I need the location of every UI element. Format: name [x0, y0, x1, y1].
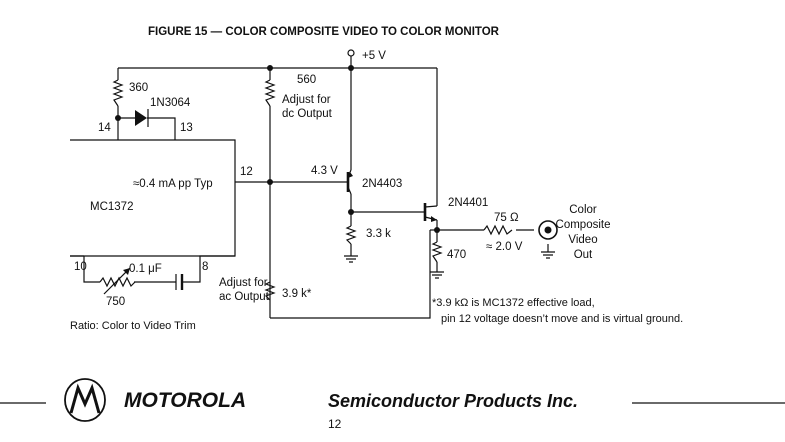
figure-title: FIGURE 15 — COLOR COMPOSITE VIDEO TO COL… [148, 26, 500, 38]
resistor-750 [99, 276, 136, 288]
label-adjust-dc-1: Adjust for [282, 94, 331, 106]
label-3k9: 3.9 k* [282, 288, 312, 300]
resistor-470 [431, 241, 443, 263]
label-470: 470 [447, 249, 466, 261]
label-360: 360 [129, 82, 148, 94]
output-connector [538, 220, 558, 240]
capacitor-0-1uf [175, 274, 184, 290]
brand-name: MOTOROLA [124, 389, 246, 412]
label-2n4401: 2N4401 [448, 197, 488, 209]
output-label-3: Video [568, 234, 597, 246]
supply-terminal [347, 49, 355, 57]
diode-1n3064 [135, 109, 149, 127]
output-label-2: Composite [556, 219, 611, 231]
pin-8-label: 8 [202, 261, 208, 273]
transistor-2n4403 [346, 169, 353, 195]
ground-symbols [344, 244, 555, 279]
label-560: 560 [297, 74, 316, 86]
resistor-3k9 [264, 281, 276, 301]
resistor-3k3 [345, 225, 357, 245]
label-750: 750 [106, 296, 125, 308]
junction-dots [115, 65, 440, 233]
circuit-wiring [70, 56, 534, 319]
label-4-3v: 4.3 V [311, 165, 338, 177]
page-number: 12 [328, 417, 342, 431]
footnote-line-1: *3.9 kΩ is MC1372 effective load, [432, 297, 595, 309]
motorola-logo [64, 378, 106, 422]
ratio-note: Ratio: Color to Video Trim [70, 320, 196, 332]
transistor-2n4401 [423, 203, 438, 222]
label-current: ≈0.4 mA pp Typ [133, 178, 213, 190]
pin-12-label: 12 [240, 166, 253, 178]
label-2n4403: 2N4403 [362, 178, 402, 190]
label-0-1uf: 0.1 μF [129, 263, 162, 275]
footnote-line-2: pin 12 voltage doesn’t move and is virtu… [441, 313, 683, 325]
label-75-ohm: 75 Ω [494, 212, 519, 224]
output-label-4: Out [574, 249, 593, 261]
resistor-560 [264, 79, 276, 107]
pin-13-label: 13 [180, 122, 193, 134]
resistor-360 [112, 79, 124, 107]
label-2-0v: ≈ 2.0 V [486, 241, 523, 253]
label-adjust-ac-2: ac Output [219, 291, 270, 303]
label-mc1372: MC1372 [90, 201, 133, 213]
label-1n3064: 1N3064 [150, 97, 191, 109]
output-label-1: Color [569, 204, 597, 216]
label-supply: +5 V [362, 50, 386, 62]
label-adjust-ac-1: Adjust for [219, 277, 268, 289]
label-adjust-dc-2: dc Output [282, 108, 333, 120]
pin-14-label: 14 [98, 122, 111, 134]
brand-tagline: Semiconductor Products Inc. [328, 391, 578, 411]
label-3k3: 3.3 k [366, 228, 391, 240]
resistor-75 [483, 224, 513, 236]
pin-10-label: 10 [74, 261, 87, 273]
